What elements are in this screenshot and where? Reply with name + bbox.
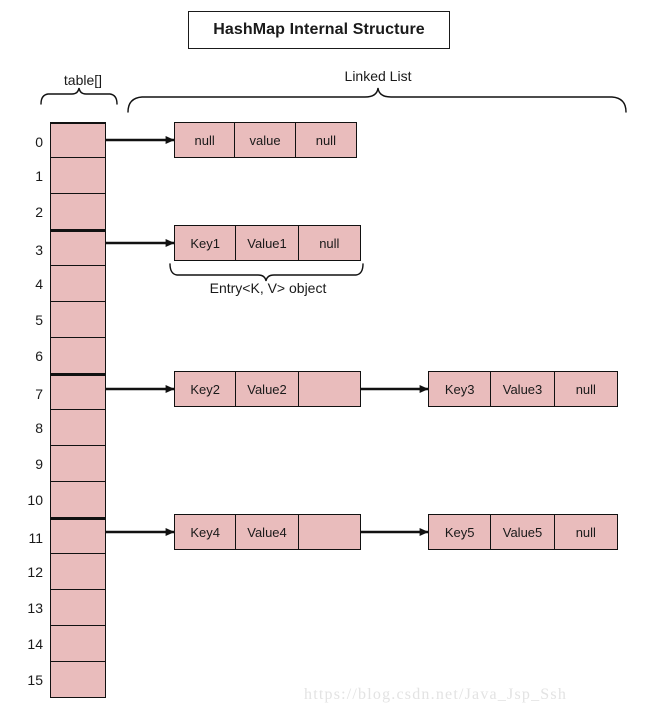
linked-list-brace-icon <box>127 87 627 113</box>
diagram-title: HashMap Internal Structure <box>188 11 450 49</box>
entry-value-field: value <box>235 123 296 157</box>
bucket-index-3: 3 <box>35 242 43 258</box>
entry-key-field: null <box>175 123 236 157</box>
bucket-index-4: 4 <box>35 276 43 292</box>
bucket-cell-2[interactable]: 2 <box>35 194 106 230</box>
bucket-cell-3[interactable]: 3 <box>35 230 106 266</box>
bucket-index-13: 13 <box>27 600 43 616</box>
entry-brace-icon <box>169 263 364 282</box>
bucket-index-1: 1 <box>35 168 43 184</box>
entry-key-field: Key1 <box>175 226 237 260</box>
bucket-cell-1[interactable]: 1 <box>35 158 106 194</box>
bucket-cell-0[interactable]: 0 <box>35 122 106 158</box>
bucket-cell-8[interactable]: 8 <box>35 410 106 446</box>
entry-node-bucket-11-first[interactable]: Key4 Value4 <box>174 514 361 550</box>
table-array-label: table[] <box>63 72 103 88</box>
bucket-index-7: 7 <box>35 386 43 402</box>
entry-value-field: Value2 <box>236 372 299 406</box>
entry-next-field: null <box>315 132 336 148</box>
entry-next-field <box>299 372 360 406</box>
entry-node-bucket-7-first[interactable]: Key2 Value2 <box>174 371 361 407</box>
bucket-cell-13[interactable]: 13 <box>27 590 106 626</box>
entry-next-field: null <box>575 381 596 397</box>
entry-node-bucket-3[interactable]: Key1 Value1 null <box>174 225 361 261</box>
entry-value-field: Value5 <box>491 515 555 549</box>
bucket-cell-10[interactable]: 10 <box>27 482 106 518</box>
bucket-index-0: 0 <box>35 134 43 150</box>
table-brace-icon <box>40 87 118 105</box>
bucket-index-5: 5 <box>35 312 43 328</box>
bucket-cell-5[interactable]: 5 <box>35 302 106 338</box>
bucket-cell-4[interactable]: 4 <box>35 266 106 302</box>
bucket-cell-6[interactable]: 6 <box>35 338 106 374</box>
entry-object-label: Entry<K, V> object <box>209 280 327 296</box>
entry-next-field: null <box>319 235 340 251</box>
bucket-index-10: 10 <box>27 492 43 508</box>
entry-next-field: null <box>575 524 596 540</box>
bucket-cell-11[interactable]: 11 <box>28 518 106 554</box>
bucket-cell-15[interactable]: 15 <box>27 662 106 698</box>
bucket-cell-14[interactable]: 14 <box>27 626 106 662</box>
bucket-index-9: 9 <box>35 456 43 472</box>
bucket-array: 0 1 2 3 4 5 6 7 8 9 10 1 <box>27 122 106 698</box>
bucket-index-6: 6 <box>35 348 43 364</box>
bucket-index-8: 8 <box>35 420 43 436</box>
diagram-title-text: HashMap Internal Structure <box>213 21 425 38</box>
entry-value-field: Value4 <box>236 515 299 549</box>
bucket-index-2: 2 <box>35 204 43 220</box>
bucket-cell-12[interactable]: 12 <box>27 554 106 590</box>
entry-value-field: Value1 <box>236 226 299 260</box>
entry-key-field: Key5 <box>429 515 492 549</box>
bucket-cell-7[interactable]: 7 <box>35 374 106 410</box>
bucket-index-11: 11 <box>28 530 43 546</box>
bucket-cell-9[interactable]: 9 <box>35 446 106 482</box>
bucket-index-15: 15 <box>27 672 43 688</box>
watermark: https://blog.csdn.net/Java_Jsp_Ssh <box>304 686 568 703</box>
bucket-index-14: 14 <box>27 636 43 652</box>
entry-next-field <box>299 515 360 549</box>
entry-node-bucket-0[interactable]: null value null <box>174 122 357 158</box>
entry-key-field: Key4 <box>175 515 237 549</box>
entry-node-bucket-7-second[interactable]: Key3 Value3 null <box>428 371 618 407</box>
entry-value-field: Value3 <box>491 372 555 406</box>
bucket-index-12: 12 <box>27 564 43 580</box>
linked-list-label: Linked List <box>344 68 412 84</box>
entry-key-field: Key3 <box>429 372 492 406</box>
entry-key-field: Key2 <box>175 372 237 406</box>
entry-node-bucket-11-second[interactable]: Key5 Value5 null <box>428 514 618 550</box>
